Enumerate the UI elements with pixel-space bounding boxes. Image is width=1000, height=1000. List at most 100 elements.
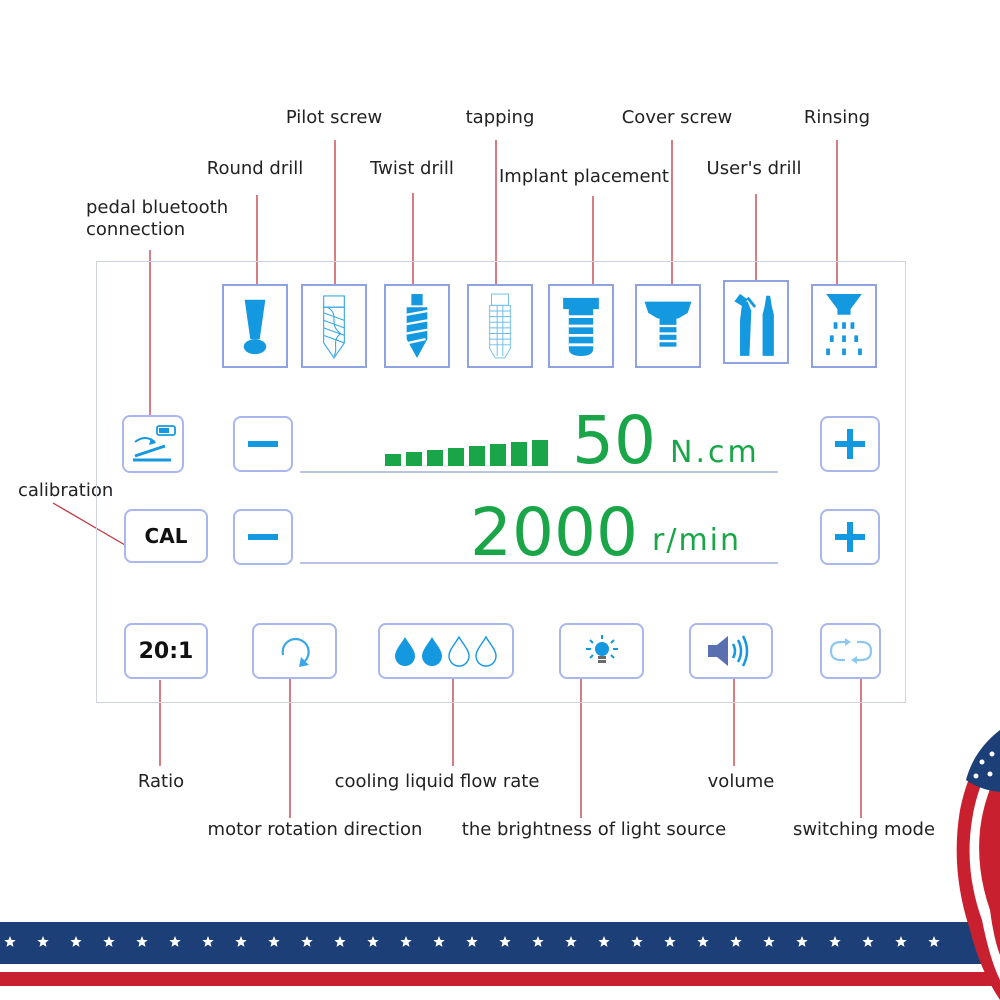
label-rinsing: Rinsing [803, 107, 871, 128]
label-twist-drill: Twist drill [370, 158, 454, 179]
rotation-direction-button[interactable] [252, 623, 337, 679]
label-volume: volume [707, 771, 775, 792]
torque-value: 50 [572, 402, 656, 479]
star-icon [400, 936, 412, 947]
twist-drill-icon [406, 294, 428, 358]
tile-implant-placement[interactable] [548, 284, 614, 368]
label-users-drill: User's drill [706, 158, 802, 179]
star-icon [730, 936, 742, 947]
loop-switch-icon [829, 638, 872, 664]
star-icon [928, 936, 940, 947]
star-icon [631, 936, 643, 947]
round-drill-icon [243, 299, 267, 355]
star-row-icons [4, 936, 940, 947]
star-icon [268, 936, 280, 947]
speaker-icon [708, 635, 749, 667]
star-icon [499, 936, 511, 947]
control-panel [96, 261, 906, 703]
label-implant-placement: Implant placement [499, 166, 669, 187]
calibration-button[interactable]: CAL [124, 509, 208, 563]
star-icon [664, 936, 676, 947]
tile-round-drill[interactable] [222, 284, 288, 368]
tile-pilot-screw[interactable] [301, 284, 367, 368]
star-icon [829, 936, 841, 947]
tile-tapping[interactable] [467, 284, 533, 368]
label-brightness: the brightness of light source [461, 819, 727, 840]
tile-users-drill[interactable] [723, 280, 789, 364]
minus-icon [248, 441, 278, 447]
torque-readout: 50 N.cm [300, 400, 778, 479]
star-icon [862, 936, 874, 947]
torque-plus-button[interactable] [820, 416, 880, 472]
speed-readout: 2000 r/min [300, 494, 778, 571]
switching-mode-button[interactable] [820, 623, 881, 679]
tile-rinsing[interactable] [811, 284, 877, 368]
water-drop-empty-icon [475, 635, 497, 667]
label-tapping: tapping [465, 107, 535, 128]
torque-level-bar [532, 440, 548, 466]
star-icon [334, 936, 346, 947]
star-icon [103, 936, 115, 947]
flag-stripe-white-bottom [0, 986, 1000, 1000]
tapping-icon [489, 293, 511, 359]
label-cooling: cooling liquid flow rate [334, 771, 540, 792]
label-cover-screw: Cover screw [621, 107, 733, 128]
waving-flag-icon [956, 730, 1000, 1000]
water-drop-icons [395, 635, 497, 667]
label-motor-rotation: motor rotation direction [207, 819, 423, 840]
star-icon [70, 936, 82, 947]
star-icon [466, 936, 478, 947]
speed-minus-button[interactable] [233, 509, 293, 565]
star-icon [895, 936, 907, 947]
label-pilot-screw: Pilot screw [285, 107, 383, 128]
light-bulb-icon [585, 635, 618, 663]
label-pedal-bluetooth: pedal bluetooth [86, 197, 229, 218]
torque-level-bar [490, 444, 506, 466]
star-icon [367, 936, 379, 947]
flag-stripe-red [0, 972, 1000, 986]
speed-value: 2000 [470, 494, 638, 571]
torque-minus-button[interactable] [233, 416, 293, 472]
torque-level-bar [406, 452, 422, 466]
volume-button[interactable] [689, 623, 773, 679]
star-icon [202, 936, 214, 947]
star-icon [169, 936, 181, 947]
brightness-button[interactable] [559, 623, 644, 679]
minus-icon [248, 534, 278, 540]
star-icon [697, 936, 709, 947]
star-icon [301, 936, 313, 947]
torque-level-bar [469, 446, 485, 466]
implant-icon [563, 297, 599, 357]
water-drop-empty-icon [448, 635, 470, 667]
star-icon [532, 936, 544, 947]
plus-icon [835, 429, 865, 459]
star-icon [136, 936, 148, 947]
speed-unit: r/min [652, 523, 742, 558]
label-round-drill: Round drill [206, 158, 304, 179]
label-ratio: Ratio [137, 771, 185, 792]
spray-icon [826, 294, 862, 356]
torque-unit: N.cm [670, 435, 760, 470]
cover-screw-icon [644, 301, 692, 347]
cooling-flow-button[interactable] [378, 623, 514, 679]
water-drop-filled-icon [395, 637, 415, 666]
plus-icon [835, 522, 865, 552]
pedal-bluetooth-button[interactable] [122, 415, 184, 473]
torque-level-bar [385, 454, 401, 466]
speed-plus-button[interactable] [820, 509, 880, 565]
tile-cover-screw[interactable] [635, 284, 701, 368]
star-icon [37, 936, 49, 947]
label-calibration: calibration [18, 480, 114, 501]
pilot-screw-icon [323, 295, 345, 359]
star-icon [235, 936, 247, 947]
rotate-clockwise-icon [281, 637, 310, 667]
star-icon [796, 936, 808, 947]
flag-stripe-white [0, 964, 1000, 972]
ratio-button[interactable]: 20:1 [124, 623, 208, 679]
tile-twist-drill[interactable] [384, 284, 450, 368]
star-icon [598, 936, 610, 947]
star-icon [4, 936, 16, 947]
star-icon [763, 936, 775, 947]
torque-level-bar [448, 448, 464, 466]
